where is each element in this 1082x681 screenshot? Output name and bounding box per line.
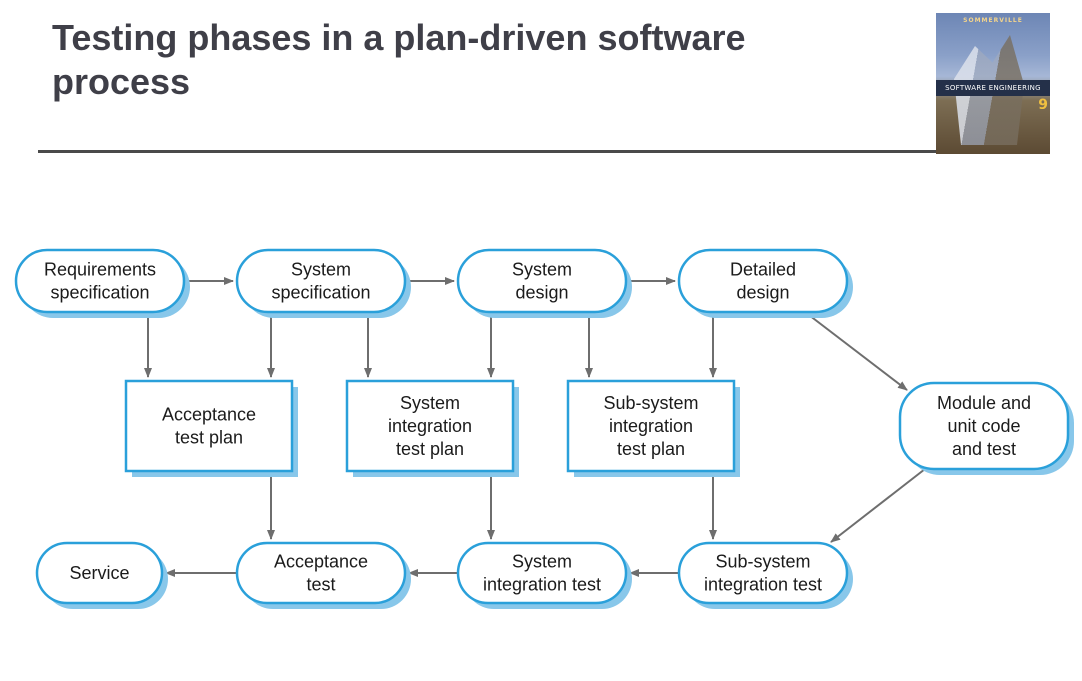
node-box bbox=[235, 248, 407, 314]
node-label-line: Requirements bbox=[44, 260, 156, 280]
node-box bbox=[124, 379, 294, 473]
node-label-line: System bbox=[291, 260, 351, 280]
node-box bbox=[677, 248, 849, 314]
node-label-line: Service bbox=[69, 563, 129, 583]
node-sit-plan: System integration test plan bbox=[345, 379, 519, 477]
node-label-line: test plan bbox=[396, 439, 464, 459]
book-title-band bbox=[936, 80, 1050, 96]
node-ssit-plan: Sub-system integration test plan bbox=[566, 379, 740, 477]
nodes-layer: RequirementsspecificationSystemspecifica… bbox=[14, 248, 1074, 609]
node-box bbox=[456, 248, 628, 314]
edge-module-to-ssit-test bbox=[830, 468, 926, 543]
node-box bbox=[35, 541, 164, 605]
slide-title: Testing phases in a plan-driven software… bbox=[52, 17, 746, 102]
node-label-line: specification bbox=[271, 283, 370, 303]
node-sys-spec: System specification bbox=[235, 248, 411, 318]
node-label-line: test bbox=[306, 575, 335, 595]
node-label-line: integration test bbox=[483, 575, 601, 595]
node-label-line: Acceptance bbox=[274, 552, 368, 572]
node-label-line: integration bbox=[609, 416, 693, 436]
node-label-line: integration bbox=[388, 416, 472, 436]
node-label-line: test plan bbox=[175, 428, 243, 448]
node-label-line: Detailed bbox=[730, 260, 796, 280]
node-label-line: System bbox=[512, 260, 572, 280]
title-divider bbox=[38, 150, 938, 153]
node-label-line: System bbox=[512, 552, 572, 572]
node-module: Module and unit code and test bbox=[898, 381, 1074, 475]
node-label-line: Sub-system bbox=[603, 393, 698, 413]
node-box bbox=[345, 379, 515, 473]
node-label-line: design bbox=[736, 283, 789, 303]
node-box bbox=[677, 541, 849, 605]
node-box bbox=[14, 248, 186, 314]
book-cover-image: SOMMERVILLE SOFTWARE ENGINEERING 9 bbox=[936, 13, 1050, 154]
node-acc-plan: Acceptance test plan bbox=[124, 379, 298, 477]
book-author: SOMMERVILLE bbox=[963, 17, 1023, 24]
node-det-design: Detailed design bbox=[677, 248, 853, 318]
node-label-line: System bbox=[400, 393, 460, 413]
node-service: Service bbox=[35, 541, 168, 609]
node-sit-test: System integration test bbox=[456, 541, 632, 609]
node-ssit-test: Sub-system integration test bbox=[677, 541, 853, 609]
book-edition: 9 bbox=[1038, 97, 1048, 113]
node-label-line: and test bbox=[952, 439, 1016, 459]
node-label-line: integration test bbox=[704, 575, 822, 595]
node-label-line: test plan bbox=[617, 439, 685, 459]
node-box bbox=[456, 541, 628, 605]
node-box bbox=[898, 381, 1070, 471]
node-label-line: Acceptance bbox=[162, 405, 256, 425]
node-acc-test: Acceptance test bbox=[235, 541, 411, 609]
edge-det-design-to-module bbox=[804, 311, 908, 391]
book-title: SOFTWARE ENGINEERING bbox=[945, 84, 1041, 92]
node-label-line: unit code bbox=[947, 416, 1020, 436]
node-label-line: specification bbox=[50, 283, 149, 303]
node-req-spec: Requirements specification bbox=[14, 248, 190, 318]
node-sys-design: System design bbox=[456, 248, 632, 318]
node-label-line: Sub-system bbox=[715, 552, 810, 572]
node-box bbox=[235, 541, 407, 605]
node-label-line: design bbox=[515, 283, 568, 303]
edges-layer bbox=[144, 277, 926, 577]
node-label-line: Module and bbox=[937, 393, 1031, 413]
node-box bbox=[566, 379, 736, 473]
